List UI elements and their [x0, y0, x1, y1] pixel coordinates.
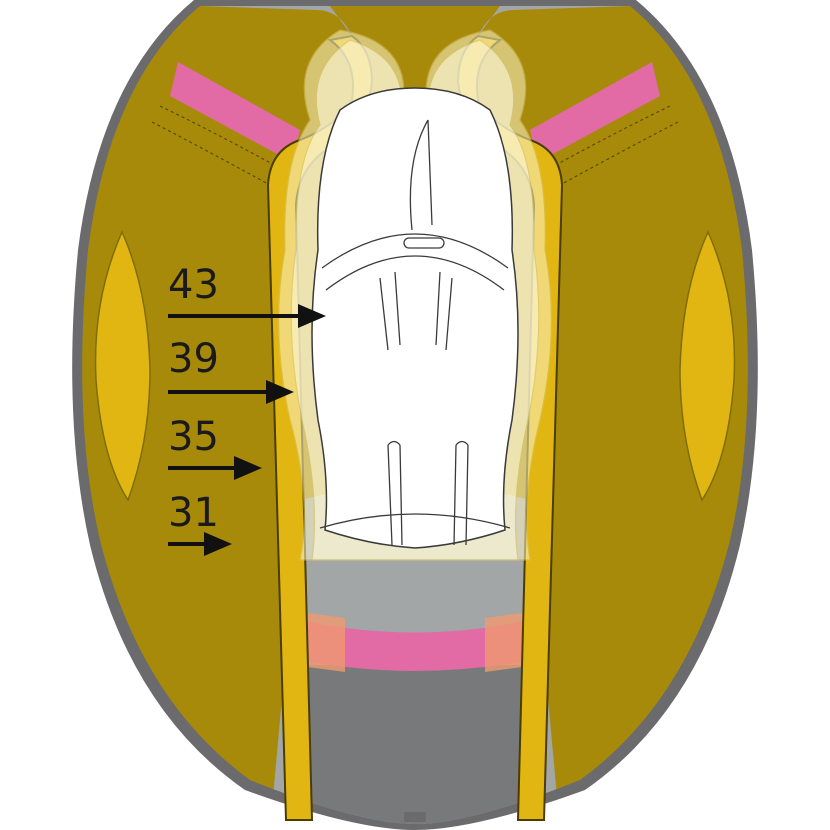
- rear-dark-panel: [300, 665, 530, 824]
- size-label-31: 31: [168, 490, 219, 536]
- size-marker-35: 35: [168, 414, 262, 480]
- interior-seam: [427, 119, 433, 226]
- crown-arc: [321, 233, 509, 269]
- size-arrow-43-head: [298, 304, 326, 328]
- size-label-35: 35: [168, 414, 219, 460]
- crown-arc-2: [325, 255, 505, 291]
- interior-white: [311, 87, 519, 549]
- stitch-left-2: [151, 121, 289, 196]
- size-label-39: 39: [168, 336, 219, 382]
- size-arrow-35-head: [234, 456, 262, 480]
- size-marker-39: 39: [168, 336, 294, 404]
- bottom-tab: [404, 812, 426, 822]
- crown-slot: [403, 237, 445, 249]
- stripe-left: [170, 62, 300, 162]
- size-arrow-39-head: [266, 380, 294, 404]
- vent-tips: [387, 440, 469, 446]
- side-pad-right: [679, 230, 736, 502]
- vent-channel-1: [379, 271, 453, 351]
- stripe-right: [530, 62, 660, 162]
- rear-stripe: [300, 620, 530, 671]
- rear-arc: [319, 513, 511, 529]
- stitch-right-2: [541, 121, 679, 196]
- rear-stripe-orange-left: [300, 612, 345, 672]
- size-label-43: 43: [168, 262, 219, 308]
- size-arrow-31-head: [204, 532, 232, 556]
- vent-channel-2: [387, 444, 469, 546]
- side-pad-left: [94, 230, 151, 502]
- rear-stripe-orange-right: [485, 612, 530, 672]
- size-marker-43: 43: [168, 262, 326, 328]
- size-marker-31: 31: [168, 490, 232, 556]
- interior-seam-2: [409, 119, 429, 231]
